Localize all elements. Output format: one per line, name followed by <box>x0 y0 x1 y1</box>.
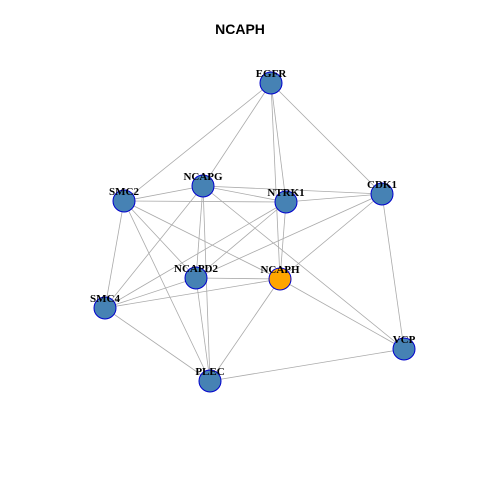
node-egfr: EGFR <box>256 68 288 95</box>
node-smc2: SMC2 <box>109 186 139 213</box>
edge-ncapg-cdk1 <box>202 185 383 195</box>
edge-ncapd2-plec <box>195 277 211 382</box>
node-circle <box>370 182 394 206</box>
edge-egfr-ntrk1 <box>270 82 287 203</box>
node-label: NCAPD2 <box>174 263 218 275</box>
node-label: SMC2 <box>109 186 139 198</box>
node-label: NCAPH <box>260 264 300 276</box>
node-vcp: VCP <box>392 334 416 361</box>
node-circle <box>93 296 117 320</box>
edge-egfr-ncaph <box>270 82 281 280</box>
edge-ncaph-vcp <box>279 278 405 350</box>
node-circle <box>259 71 283 95</box>
edge-ncapg-plec <box>202 185 211 382</box>
node-circle <box>184 266 208 290</box>
edge-ntrk1-ncapd2 <box>195 201 287 279</box>
edge-smc2-smc4 <box>104 200 125 309</box>
edge-cdk1-ncapd2 <box>195 193 383 279</box>
node-label: PLEC <box>195 366 224 378</box>
edge-ncaph-plec <box>209 278 281 382</box>
edge-layer <box>104 82 405 382</box>
node-label: SMC4 <box>90 293 120 305</box>
node-circle <box>392 337 416 361</box>
edge-ncapg-vcp <box>202 185 405 350</box>
edge-cdk1-ncaph <box>279 193 383 280</box>
edge-egfr-cdk1 <box>270 82 383 195</box>
node-ncaph: NCAPH <box>260 264 300 291</box>
node-label: EGFR <box>256 68 288 80</box>
node-circle <box>268 267 292 291</box>
node-circle <box>112 189 136 213</box>
edge-ncapg-smc4 <box>104 185 204 309</box>
edge-egfr-smc2 <box>123 82 272 202</box>
edge-ncapg-ntrk1 <box>202 185 287 203</box>
node-ncapd2: NCAPD2 <box>174 263 218 290</box>
node-label: NTRK1 <box>267 187 304 199</box>
edge-smc2-ntrk1 <box>123 200 287 203</box>
node-label: NCAPG <box>183 171 223 183</box>
edge-smc4-plec <box>104 307 211 382</box>
edge-plec-vcp <box>209 348 405 382</box>
edge-ncapg-ncapd2 <box>195 185 204 279</box>
edge-smc2-ncapg <box>123 185 204 202</box>
node-circle <box>191 174 215 198</box>
node-plec: PLEC <box>195 366 225 393</box>
node-ncapg: NCAPG <box>183 171 223 198</box>
edge-ntrk1-smc4 <box>104 201 287 309</box>
edge-egfr-ncapg <box>202 82 272 187</box>
node-cdk1: CDK1 <box>367 179 397 206</box>
edge-smc2-ncaph <box>123 200 281 280</box>
edge-ntrk1-ncaph <box>279 201 287 280</box>
edge-ncaph-smc4 <box>104 278 281 309</box>
node-ntrk1: NTRK1 <box>267 187 305 214</box>
node-circle <box>274 190 298 214</box>
node-label: CDK1 <box>367 179 397 191</box>
edge-ncapd2-ncaph <box>195 277 281 280</box>
node-smc4: SMC4 <box>90 293 120 320</box>
edge-cdk1-vcp <box>381 193 405 350</box>
figure-title: NCAPH <box>215 21 265 37</box>
edge-smc2-plec <box>123 200 211 382</box>
edge-ncapd2-smc4 <box>104 277 197 309</box>
node-label: VCP <box>393 334 416 346</box>
node-circle <box>198 369 222 393</box>
edge-ntrk1-cdk1 <box>285 193 383 203</box>
